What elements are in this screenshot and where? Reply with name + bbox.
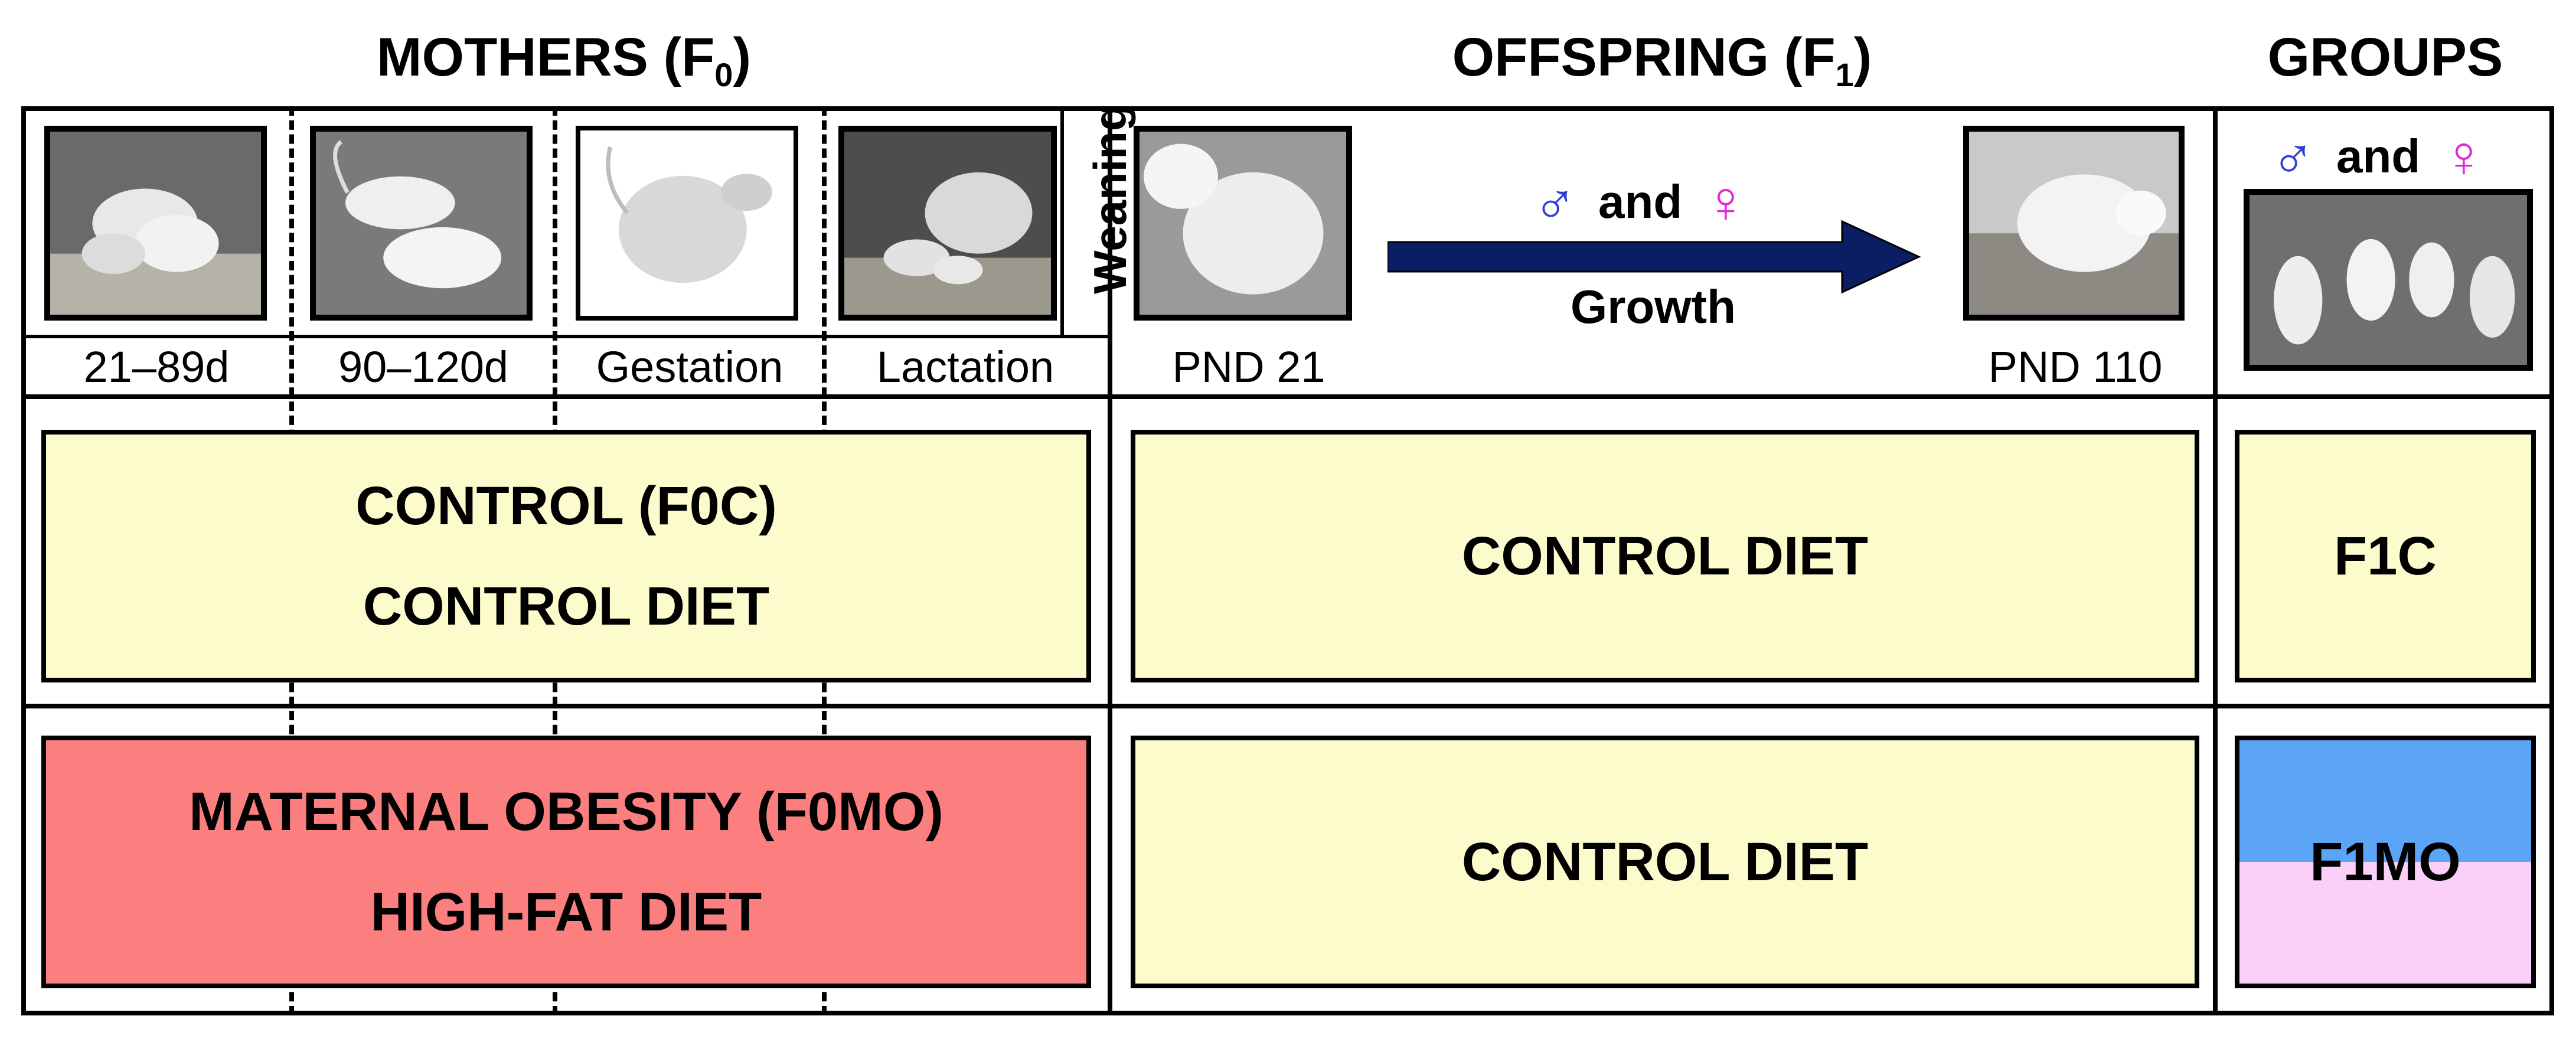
mothers-diet: HIGH-FAT DIET: [370, 882, 762, 942]
male-icon: ♂: [2271, 123, 2315, 190]
period-label-1: 21–89d: [83, 342, 230, 391]
weaning-label: Weaning: [1084, 103, 1136, 294]
offspring-diet: CONTROL DIET: [1461, 832, 1869, 892]
mouse-photo-nursing-rat: [838, 126, 1057, 321]
offspring-control-diet-box: CONTROL DIET: [1131, 736, 2199, 988]
mothers-group-name: CONTROL (F0C): [355, 476, 777, 536]
column-divider-mothers-offspring: [1108, 106, 1112, 1015]
mouse-photo-pnd21-rat: [1134, 126, 1352, 321]
period-label-3: Gestation: [596, 342, 783, 391]
group-f1mo-box: F1MO: [2235, 736, 2536, 988]
male-icon: ♂: [1533, 168, 1577, 235]
pnd-end-label: PND 110: [1988, 342, 2163, 391]
row-divider: [24, 704, 2551, 708]
mouse-photo-juvenile-rats: [44, 126, 267, 321]
groups-header: GROUPS: [2267, 27, 2503, 87]
period-label-2: 90–120d: [338, 342, 509, 391]
column-divider-offspring-groups: [2213, 106, 2218, 1015]
female-icon: ♀: [1703, 168, 1748, 235]
group-name: F1MO: [2310, 832, 2461, 892]
mothers-obesity-box: MATERNAL OBESITY (F0MO) HIGH-FAT DIET: [41, 736, 1091, 988]
mouse-photo-group-rats: [2244, 189, 2533, 371]
growth-arrow-icon: [1387, 220, 1921, 294]
mouse-photo-pnd110-rat: [1963, 126, 2185, 321]
label-row-top-line: [24, 335, 1110, 338]
header-row-bottom-line: [24, 394, 2551, 399]
period-label-4: Lactation: [876, 342, 1054, 391]
weaning-divider: [1060, 106, 1064, 337]
growth-label: Growth: [1571, 280, 1736, 333]
pnd-start-label: PND 21: [1172, 342, 1325, 391]
mothers-group-name: MATERNAL OBESITY (F0MO): [189, 782, 943, 842]
offspring-sex-label: ♂ and ♀: [1533, 168, 1748, 235]
group-name: F1C: [2334, 526, 2437, 586]
groups-sex-label: ♂ and ♀: [2271, 123, 2486, 190]
mothers-diet: CONTROL DIET: [363, 576, 770, 636]
mothers-control-box: CONTROL (F0C) CONTROL DIET: [41, 430, 1091, 682]
female-icon: ♀: [2441, 123, 2486, 190]
mothers-header: MOTHERS (F0): [376, 27, 752, 93]
diagram-frame: [21, 106, 2554, 1015]
offspring-diet: CONTROL DIET: [1461, 526, 1869, 586]
offspring-header: OFFSPRING (F1): [1452, 27, 1872, 93]
mouse-photo-pregnant-rat: [576, 126, 798, 321]
offspring-control-diet-box: CONTROL DIET: [1131, 430, 2199, 682]
group-f1c-box: F1C: [2235, 430, 2536, 682]
mouse-photo-adult-rats: [310, 126, 533, 321]
